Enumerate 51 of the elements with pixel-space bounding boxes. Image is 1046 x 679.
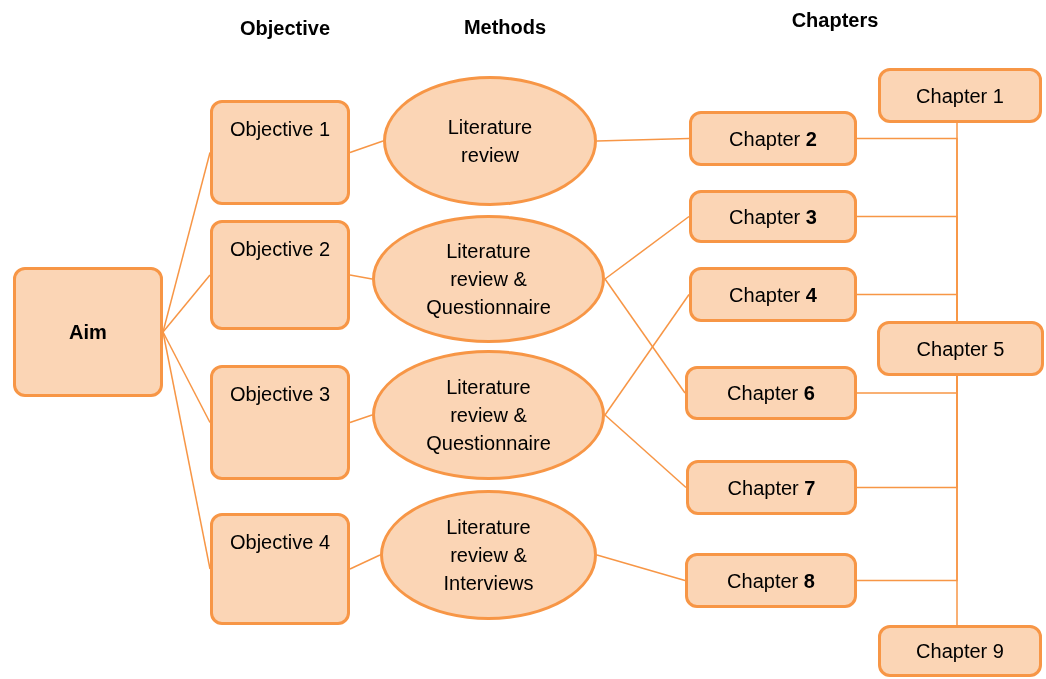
node-text: Chapter 5	[916, 336, 1005, 362]
node-text: Objective 4	[229, 530, 331, 555]
node-text: Objective 1	[229, 117, 331, 142]
process-box	[210, 365, 350, 480]
node-text: Chapter 7	[727, 475, 816, 501]
column-heading: Methods	[463, 15, 547, 40]
column-heading: Objective	[240, 16, 330, 41]
node-text: Chapter 2	[729, 126, 817, 152]
node-text: Objective 3	[229, 382, 331, 407]
node-text: Chapter 8	[727, 568, 815, 594]
node-text: Literature review & Questionnaire	[425, 239, 552, 320]
connector-line	[349, 140, 384, 154]
process-box	[877, 321, 1044, 376]
connector-line	[604, 278, 686, 394]
node-text: Objective 2	[229, 237, 331, 262]
connector-line	[856, 293, 958, 322]
process-box	[878, 68, 1042, 123]
process-box	[689, 267, 857, 322]
node-text: Literature review & Questionnaire	[425, 375, 552, 456]
process-box	[210, 220, 350, 330]
connector-line	[596, 554, 686, 582]
connector-line	[604, 215, 690, 280]
connector-line	[162, 331, 211, 424]
node-text: Chapter 9	[916, 639, 1004, 664]
process-box	[210, 100, 350, 205]
connector-line	[349, 274, 373, 280]
connector-line	[162, 151, 211, 333]
process-box	[685, 366, 857, 420]
process-box	[685, 553, 857, 608]
connector-line	[604, 293, 690, 416]
node-text: Chapter 1	[916, 83, 1004, 109]
process-box	[689, 190, 857, 243]
column-heading: Chapters	[791, 8, 879, 33]
connector-line	[604, 414, 687, 489]
node-text: Chapter 4	[729, 282, 817, 308]
node-text: Aim	[69, 320, 107, 345]
connector-line	[349, 414, 373, 424]
connector-line	[956, 375, 958, 626]
connector-line	[162, 331, 211, 570]
connector-line	[349, 554, 381, 570]
connector-line	[596, 137, 690, 142]
process-box	[878, 625, 1042, 677]
process-box	[13, 267, 163, 397]
process-box	[689, 111, 857, 166]
process-box	[686, 460, 857, 515]
node-text: Literature review & Interviews	[442, 515, 535, 596]
node-text: Literature review	[446, 115, 534, 168]
process-box	[210, 513, 350, 625]
node-text: Chapter 6	[727, 381, 815, 406]
node-text: Chapter 3	[729, 204, 817, 230]
connector-line	[162, 274, 211, 333]
